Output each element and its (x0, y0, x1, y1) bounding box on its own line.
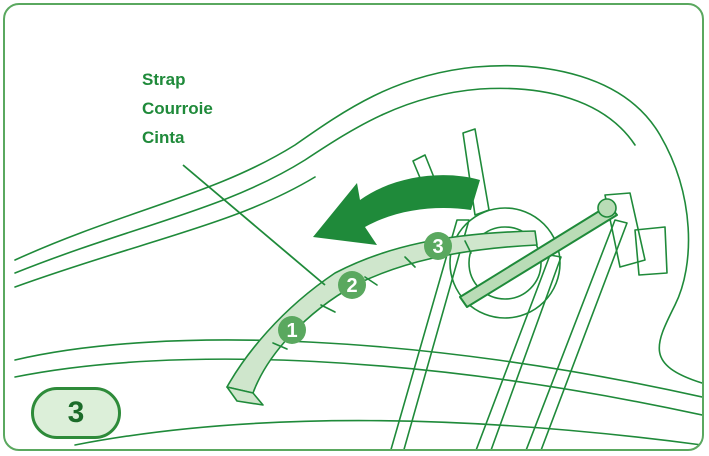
label-spanish: Cinta (142, 123, 213, 152)
step-number: 3 (68, 396, 85, 430)
strap-mark-2: 2 (346, 275, 357, 297)
strap-mark-3: 3 (432, 236, 443, 258)
callout-labels: Strap Courroie Cinta (142, 65, 213, 152)
strap-illustration: 1 2 3 (5, 5, 704, 451)
step-number-badge: 3 (31, 387, 121, 439)
rod-knob (598, 199, 616, 217)
label-english: Strap (142, 65, 213, 94)
base-arc-outer (15, 340, 702, 397)
strap-mark-1: 1 (286, 320, 297, 342)
seat-shell-lip (15, 177, 315, 287)
base-arc-low (75, 421, 702, 445)
strap-body (227, 231, 537, 393)
illustration-frame: 1 2 3 Strap Courroie Cinta 3 (3, 3, 704, 451)
rotation-arrow (313, 175, 480, 245)
strap-tick-2 (321, 305, 335, 312)
label-french: Courroie (142, 94, 213, 123)
